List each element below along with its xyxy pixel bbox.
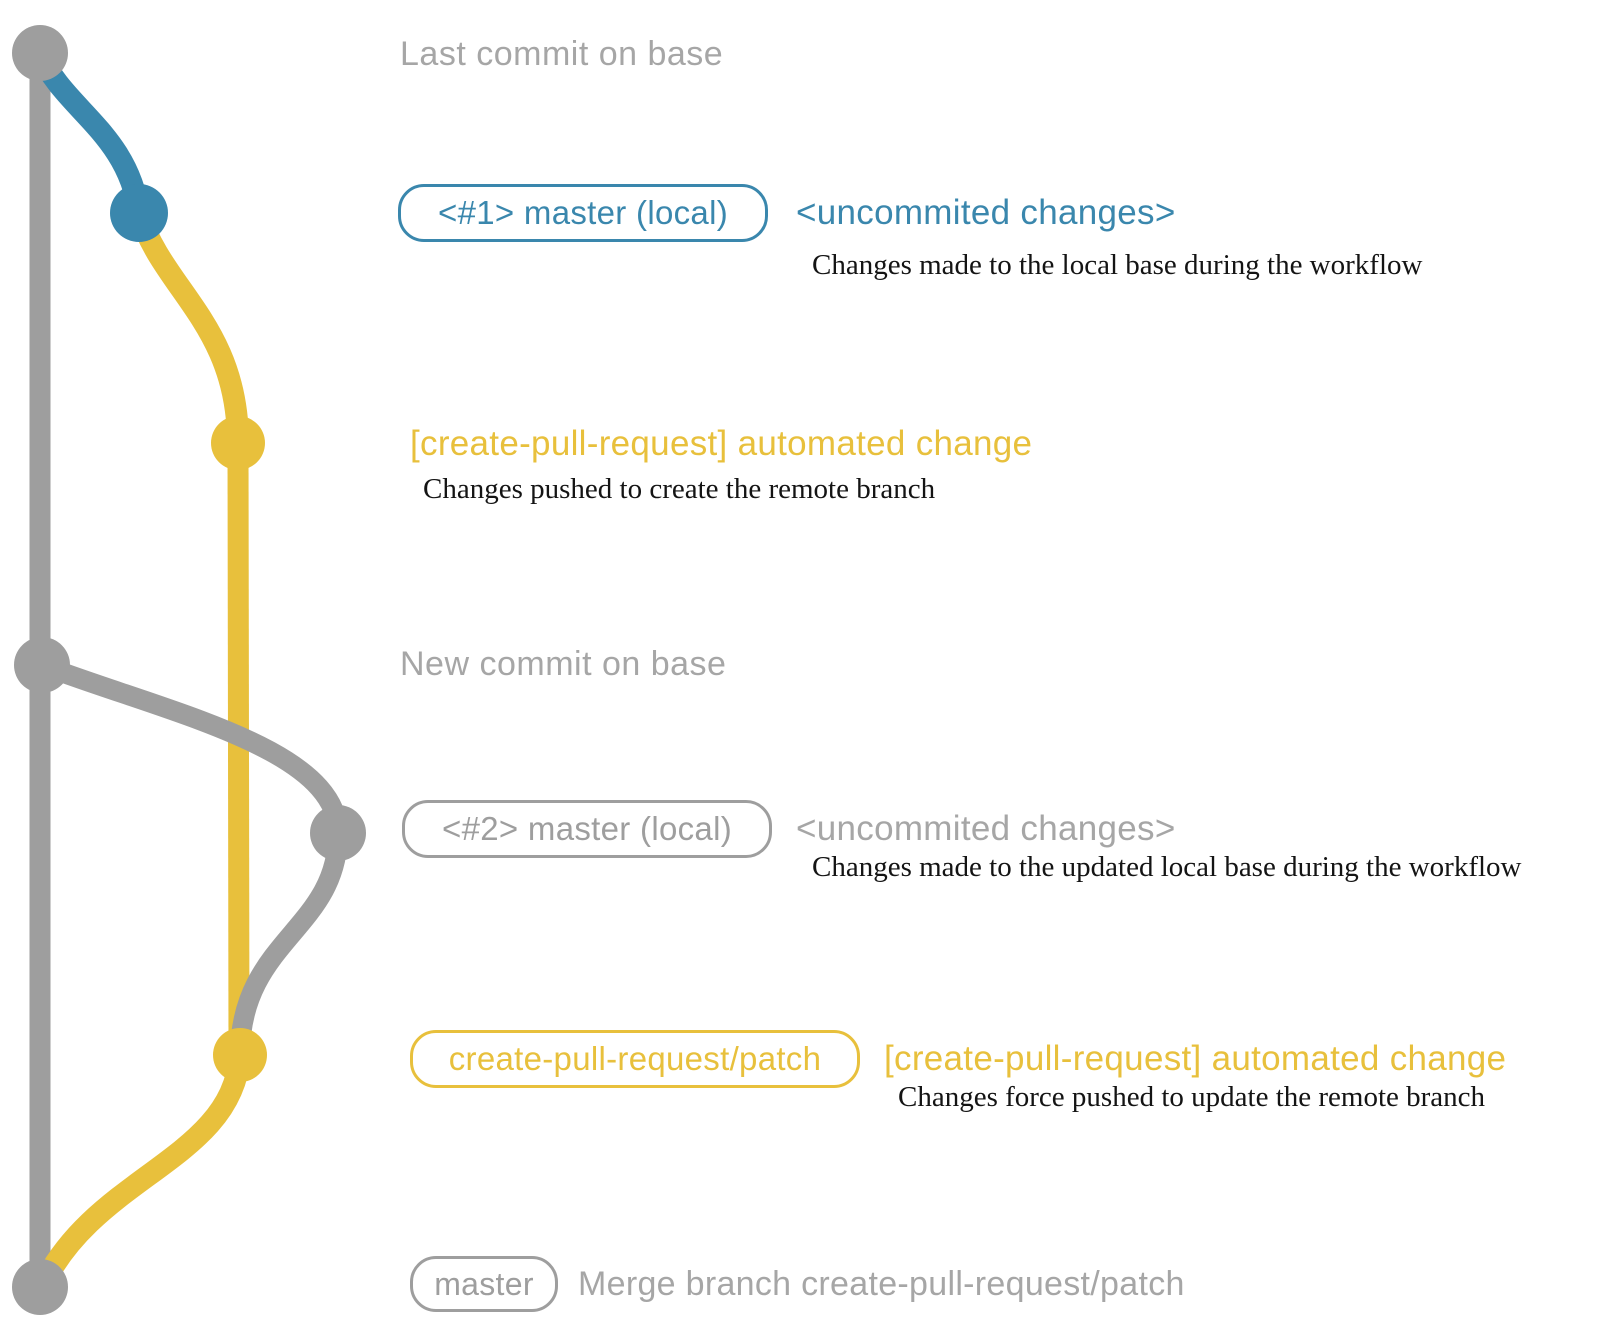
commit-dot-merge: [12, 1259, 68, 1315]
rebase-curve: [32, 655, 348, 843]
branch-badge-label: <#1> master (local): [438, 194, 728, 231]
description-local-changes-1: Changes made to the local base during th…: [812, 249, 1423, 281]
commit-dot-pr-1: [211, 416, 265, 470]
branch-badge-master-local-1: <#1> master (local): [398, 184, 768, 242]
description-force-push: Changes force pushed to update the remot…: [898, 1081, 1486, 1113]
branch-badge-label: create-pull-request/patch: [448, 1040, 822, 1077]
commit-dot-pr-2: [213, 1028, 267, 1082]
description-local-changes-2: Changes made to the updated local base d…: [812, 851, 1522, 883]
annotation-automated-change-1: [create-pull-request] automated change: [410, 424, 1033, 463]
branch-badge-master-local-2: <#2> master (local): [402, 800, 772, 858]
commit-dot-local-1: [110, 184, 168, 242]
description-push-remote: Changes pushed to create the remote bran…: [423, 473, 936, 505]
annotation-uncommited-changes-1: <uncommited changes>: [796, 193, 1176, 232]
commit-dot-local-2: [310, 805, 366, 861]
annotation-automated-change-2: [create-pull-request] automated change: [884, 1039, 1507, 1078]
annotation-uncommited-changes-2: <uncommited changes>: [796, 809, 1176, 848]
branch-badge-create-pull-request-patch: create-pull-request/patch: [410, 1030, 860, 1088]
label-last-commit-on-base: Last commit on base: [400, 35, 724, 73]
branch-badge-label: <#2> master (local): [442, 810, 732, 847]
pr-branch-line: [227, 442, 250, 1056]
commit-dot-new-base: [14, 637, 70, 693]
merge-curve: [31, 1044, 251, 1298]
annotation-merge-branch: Merge branch create-pull-request/patch: [578, 1265, 1185, 1303]
update-branch-curve: [230, 823, 348, 1065]
commit-dot-last-base: [12, 25, 68, 81]
label-new-commit-on-base: New commit on base: [400, 645, 727, 683]
branch-badge-label: master: [434, 1265, 534, 1302]
pr-branch-curve-top: [128, 202, 249, 454]
branch-badge-master: master: [410, 1256, 558, 1312]
